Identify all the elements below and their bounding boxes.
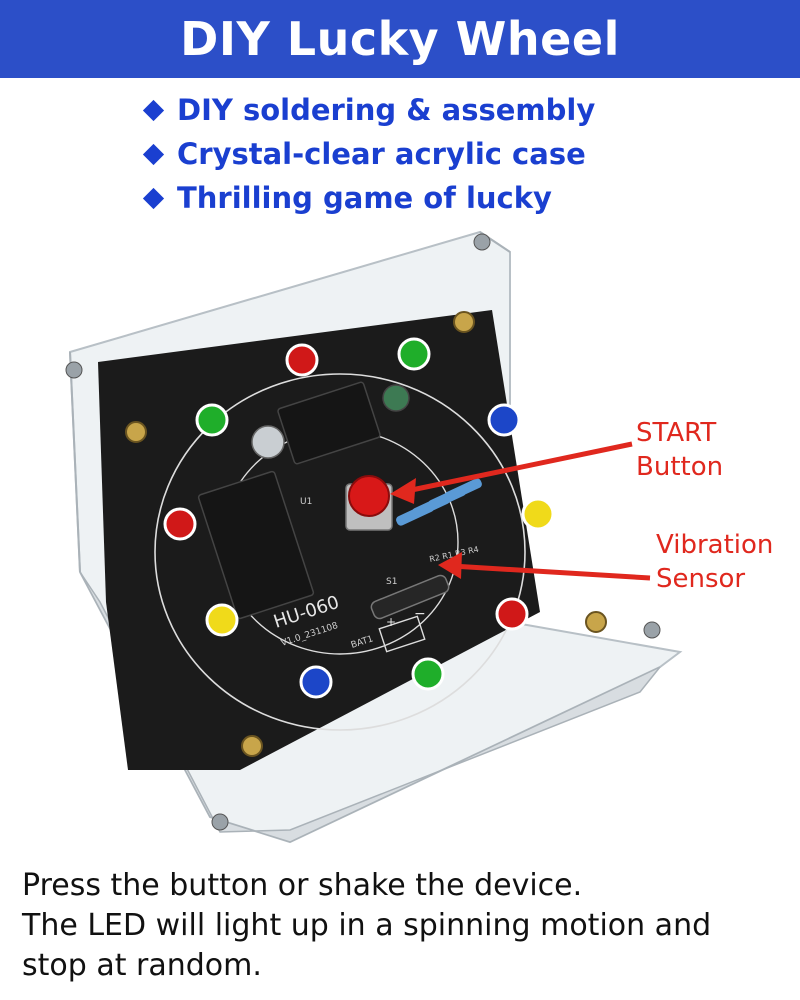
outer-ring-print <box>154 373 526 731</box>
feature-item: DIY soldering & assembly <box>140 88 595 132</box>
description-line: stop at random. <box>22 948 262 983</box>
led-green-icon <box>411 657 445 691</box>
ic-label: U1 <box>300 497 312 507</box>
sensor-arrow-head-icon <box>438 552 462 579</box>
capacitor-icon <box>382 384 410 412</box>
start-button-icon <box>348 475 390 517</box>
feature-text: Thrilling game of lucky <box>177 181 552 215</box>
sensor-arrow-line <box>451 563 651 581</box>
led-yellow-icon <box>521 497 555 531</box>
sensor-callout-line2: Sensor <box>656 564 746 594</box>
diamond-bullet-icon <box>142 187 165 209</box>
battery-plus-label: + <box>386 615 396 629</box>
case-screw-icon <box>211 813 229 831</box>
description-line: The LED will light up in a spinning moti… <box>22 908 712 943</box>
led-green-icon <box>397 337 431 371</box>
vibration-sensor <box>370 574 450 620</box>
case-screw-icon <box>643 621 661 639</box>
diamond-bullet-icon <box>142 99 165 121</box>
switch-label: S1 <box>386 577 397 587</box>
title-banner: DIY Lucky Wheel <box>0 0 800 78</box>
led-red-icon <box>163 507 197 541</box>
case-screw-icon <box>473 233 491 251</box>
ic-chip-counter <box>197 470 315 620</box>
feature-list: DIY soldering & assembly Crystal-clear a… <box>140 88 595 220</box>
case-screw-icon <box>65 361 83 379</box>
vibration-sensor-callout: Vibration Sensor <box>656 528 773 596</box>
led-red-icon <box>495 597 529 631</box>
brass-standoff-icon <box>585 611 607 633</box>
brass-standoff-icon <box>125 421 147 443</box>
capacitor-icon <box>251 425 285 459</box>
battery-minus-label: − <box>414 606 426 622</box>
led-ring <box>163 337 555 699</box>
start-button-callout: START Button <box>636 416 723 484</box>
product-photo: HU-060 V1.0_231108 BAT1 + − S1 U1 R2 R1 … <box>40 222 740 852</box>
start-arrow-head-icon <box>390 478 416 504</box>
diamond-bullet-icon <box>142 143 165 165</box>
feature-item: Thrilling game of lucky <box>140 176 595 220</box>
page-title: DIY Lucky Wheel <box>180 12 620 66</box>
feature-text: DIY soldering & assembly <box>177 93 596 127</box>
led-red-icon <box>285 343 319 377</box>
resistor-icon <box>444 478 482 502</box>
feature-text: Crystal-clear acrylic case <box>177 137 586 171</box>
description-line: Press the button or shake the device. <box>22 868 583 903</box>
start-callout-line1: START <box>636 418 717 448</box>
lucky-wheel-kit-illustration: HU-060 V1.0_231108 BAT1 + − S1 U1 R2 R1 … <box>65 230 683 844</box>
brass-standoff-icon <box>453 311 475 333</box>
led-yellow-icon <box>205 603 239 637</box>
led-green-icon <box>195 403 229 437</box>
feature-item: Crystal-clear acrylic case <box>140 132 595 176</box>
product-description: Press the button or shake the device. Th… <box>22 866 782 986</box>
start-arrow-line <box>401 441 633 495</box>
led-blue-icon <box>299 665 333 699</box>
led-blue-icon <box>487 403 521 437</box>
ic-chip-timer <box>277 381 381 465</box>
battery-holder <box>378 615 426 653</box>
start-callout-line2: Button <box>636 452 724 482</box>
sensor-callout-line1: Vibration <box>656 530 774 560</box>
brass-standoff-icon <box>241 735 263 757</box>
